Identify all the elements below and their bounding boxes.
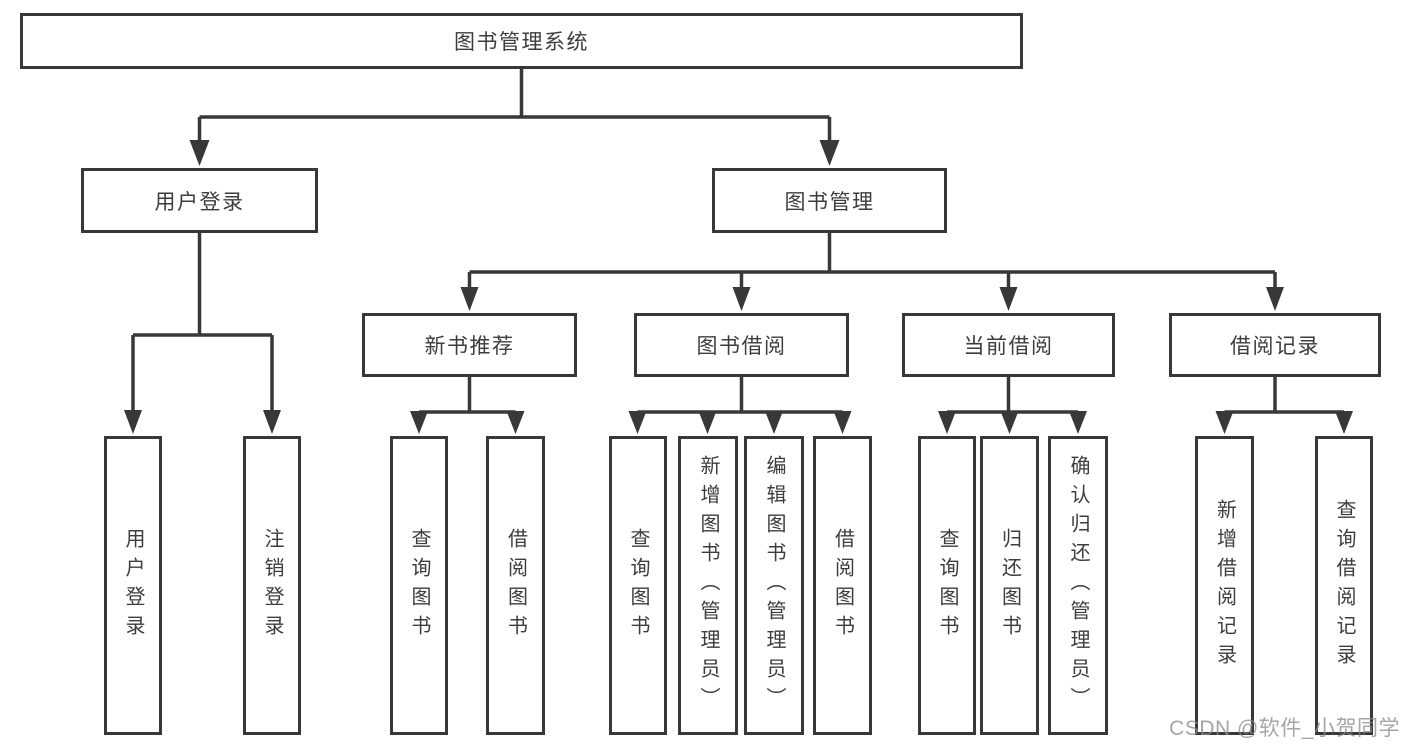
arrow-down-icon [124,410,142,434]
connector-book-borrowing-to-leaves [628,377,852,434]
arrow-down-icon [1215,411,1234,434]
connector-root-to-level2 [189,69,840,166]
node-current-borrowing: 当前借阅 [902,313,1115,377]
node-query-books-recommend: 查询图书 [390,436,448,735]
node-label: 注销登录 [261,527,283,644]
arrow-down-icon [1335,411,1353,434]
node-label: 图书借阅 [696,335,787,358]
connector-line [131,233,274,412]
node-root: 图书管理系统 [20,13,1023,69]
arrow-down-icon [1266,287,1284,311]
node-user-login-group: 用户登录 [81,168,318,233]
arrow-down-icon [189,140,210,166]
node-label: 查询图书 [408,527,430,644]
node-label: 新增借阅记录 [1213,498,1236,673]
connector-line [637,377,843,414]
arrow-down-icon [732,287,751,311]
arrow-down-icon [819,140,840,166]
node-label: 图书管理系统 [454,31,589,54]
node-return-book: 归还图书 [980,436,1039,735]
connector-line [467,233,1277,289]
arrow-down-icon [506,411,525,434]
csdn-watermark: CSDN @软件_小贺同学 [1169,717,1400,740]
arrow-down-icon [628,411,647,434]
node-borrow-books: 借阅图书 [813,436,872,735]
node-label: 用户登录 [154,190,245,214]
connector-line [947,377,1078,414]
node-query-borrow-record: 查询借阅记录 [1315,436,1373,735]
connector-line [197,69,832,143]
arrow-down-icon [263,410,281,434]
node-label: 当前借阅 [963,335,1054,358]
node-confirm-return-admin: 确认归还（管理员） [1048,436,1108,735]
node-label: 新书推荐 [424,335,515,358]
arrow-down-icon [698,411,717,434]
node-logout: 注销登录 [243,436,301,735]
node-new-book-recommend: 新书推荐 [362,313,577,377]
arrow-down-icon [999,287,1018,311]
node-borrowing-records: 借阅记录 [1169,313,1381,377]
arrow-down-icon [833,411,852,434]
node-query-books-borrowing: 查询图书 [609,436,667,735]
connector-line [419,377,516,414]
arrow-down-icon [460,287,479,311]
connector-borrowing-records-to-leaves [1215,377,1353,434]
connector-user-login-to-leaves [124,233,281,434]
connector-current-borrowing-to-leaves [938,377,1087,434]
node-label: 借阅图书 [831,527,854,644]
node-label: 新增图书（管理员） [697,455,719,716]
node-label: 用户登录 [122,527,144,644]
node-label: 编辑图书（管理员） [763,455,785,716]
connector-book-management-to-level3 [460,233,1284,311]
node-add-borrow-record: 新增借阅记录 [1195,436,1254,735]
node-label: 图书管理 [784,190,875,214]
node-label: 归还图书 [998,527,1021,644]
arrow-down-icon [1069,411,1087,434]
arrow-down-icon [765,411,783,434]
arrow-down-icon [410,411,428,434]
node-book-management: 图书管理 [712,168,947,233]
node-user-login: 用户登录 [104,436,162,735]
node-borrow-books-recommend: 借阅图书 [486,436,545,735]
connector-new-book-recommend-to-leaves [410,377,525,434]
node-label: 查询图书 [936,527,958,644]
node-label: 查询借阅记录 [1333,498,1355,673]
node-label: 借阅记录 [1230,335,1320,358]
node-label: 借阅图书 [504,527,527,644]
arrow-down-icon [938,411,956,434]
node-label: 查询图书 [627,527,649,644]
node-label: 确认归还（管理员） [1067,455,1089,716]
node-book-borrowing: 图书借阅 [634,313,849,377]
node-edit-book-admin: 编辑图书（管理员） [744,436,804,735]
node-query-books-current: 查询图书 [918,436,976,735]
connector-line [1224,377,1344,414]
node-add-book-admin: 新增图书（管理员） [678,436,738,735]
arrow-down-icon [1000,411,1019,434]
